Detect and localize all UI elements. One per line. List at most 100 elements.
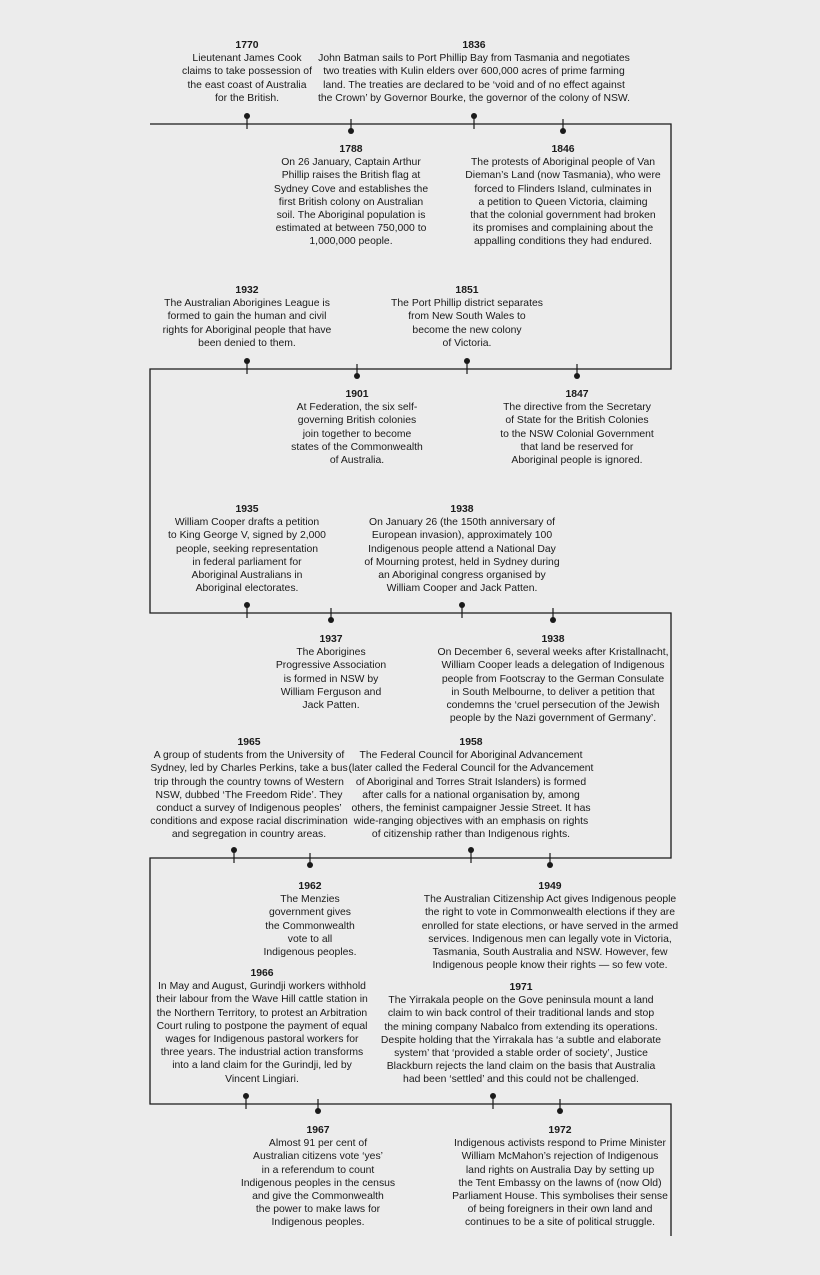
event-year: 1958	[459, 737, 483, 748]
event-text-line: Dieman’s Land (now Tasmania), who were	[465, 170, 661, 182]
event-text-line: the Crown’ by Governor Bourke, the gover…	[317, 92, 631, 104]
event-text-line: people, seeking representation	[175, 543, 319, 555]
marker-1971	[490, 1093, 496, 1109]
event-year: 1847	[565, 389, 589, 400]
event-text-line: condemns the ‘cruel persecution of the J…	[446, 700, 660, 712]
event-text-line: Tasmania, South Australia and NSW. Howev…	[432, 947, 668, 959]
marker-1770	[244, 113, 250, 129]
event-text-line: in federal parliament for	[192, 556, 302, 568]
event-text-line: NSW, dubbed ‘The Freedom Ride’. They	[155, 789, 343, 801]
event-text-line: Jack Patten.	[302, 700, 360, 712]
event-year: 1965	[237, 737, 261, 748]
marker-dot	[354, 373, 360, 379]
marker-1938a	[459, 602, 465, 618]
event-text-line: of citizenship rather than Indigenous ri…	[371, 829, 571, 841]
marker-1967	[315, 1099, 321, 1114]
event-text-line: claim to win back control of their tradi…	[387, 1008, 655, 1020]
marker-dot	[464, 358, 470, 364]
event-text-line: William McMahon’s rejection of Indigenou…	[461, 1151, 659, 1163]
event-text-line: The Australian Aborigines League is	[164, 298, 330, 310]
event-text-line: A group of students from the University …	[153, 750, 345, 762]
event-text-line: rights for Aboriginal people that have	[162, 324, 332, 336]
event-text-line: is formed in NSW by	[283, 673, 379, 685]
event-text-line: Australian citizens vote ‘yes’	[253, 1151, 383, 1163]
marker-dot	[328, 617, 334, 623]
event-year: 1901	[345, 389, 369, 400]
event-text-line: and give the Commonwealth	[252, 1191, 384, 1203]
event-text-line: and segregation in country areas.	[171, 829, 327, 841]
event-year: 1962	[298, 881, 322, 892]
marker-1836	[471, 113, 477, 129]
event-text-line: soil. The Aboriginal population is	[276, 210, 426, 222]
event-text-line: conduct a survey of Indigenous peoples’	[156, 803, 342, 815]
event-text-line: Court ruling to postpone the payment of …	[156, 1020, 368, 1032]
marker-dot	[574, 373, 580, 379]
event-text-line: of Mourning protest, held in Sydney duri…	[364, 556, 560, 568]
event-text-line: that land be reserved for	[520, 441, 634, 453]
event-text-line: The Federal Council for Aboriginal Advan…	[359, 750, 583, 762]
event-text-line: 1,000,000 people.	[309, 236, 393, 248]
marker-dot	[244, 602, 250, 608]
event-text-line: Sydney, led by Charles Perkins, take a b…	[150, 763, 348, 775]
marker-1966	[243, 1093, 249, 1109]
event-text-line: three years. The industrial action trans…	[160, 1047, 364, 1059]
event-text-line: land rights on Australia Day by setting …	[465, 1164, 655, 1176]
event-text-line: had been ‘settled’ and this could not be…	[403, 1074, 639, 1086]
event-text-line: the mining company Nabalco from extendin…	[384, 1021, 658, 1033]
event-year: 1949	[538, 881, 562, 892]
event-text-line: On December 6, several weeks after Krist…	[437, 647, 669, 659]
event-text-line: Despite holding that the Yirrakala has ‘…	[380, 1034, 662, 1046]
event-text-line: Aboriginal Australians in	[191, 570, 303, 582]
event-text-line: The Yirrakala people on the Gove peninsu…	[388, 995, 654, 1007]
event-text-line: system’ that ‘provided a stable order of…	[394, 1048, 648, 1060]
event-text-line: Blackburn rejects the land claim on the …	[386, 1061, 656, 1073]
marker-1958	[468, 847, 474, 863]
event-text-line: their labour from the Wave Hill cattle s…	[156, 994, 368, 1006]
event-year: 1851	[455, 285, 479, 296]
event-text-line: The directive from the Secretary	[503, 402, 651, 414]
event-text-line: vote to all	[287, 933, 333, 945]
event-text-line: Indigenous peoples.	[271, 1217, 365, 1229]
event-text-line: wages for Indigenous pastoral workers fo…	[165, 1034, 359, 1046]
marker-1788	[348, 119, 354, 134]
marker-1938b	[550, 608, 556, 623]
marker-1846	[560, 119, 566, 134]
event-text-line: Indigenous activists respond to Prime Mi…	[454, 1138, 666, 1150]
event-text-line: states of the Commonwealth	[291, 441, 423, 453]
event-text-line: estimated at between 750,000 to	[275, 223, 427, 235]
event-year: 1938	[541, 634, 565, 645]
event-text-line: first British colony on Australian	[278, 196, 424, 208]
event-text-line: that the colonial government had broken	[470, 210, 656, 222]
event-text-line: of State for the British Colonies	[505, 415, 649, 427]
marker-dot	[348, 128, 354, 134]
event-text-line: The Australian Citizenship Act gives Ind…	[423, 894, 677, 906]
event-text-line: become the new colony	[412, 324, 522, 336]
event-text-line: William Cooper drafts a petition	[174, 517, 320, 529]
event-text-line: William Ferguson and	[280, 686, 382, 698]
event-text-line: Phillip raises the British flag at	[281, 170, 421, 182]
event-text-line: Vincent Lingiari.	[225, 1073, 299, 1085]
event-text-line: trip through the country towns of Wester…	[154, 776, 344, 788]
event-text-line: a petition to Queen Victoria, claiming	[478, 196, 648, 208]
event-text-line: Parliament House. This symbolises their …	[452, 1191, 668, 1203]
marker-dot	[490, 1093, 496, 1099]
event-text-line: The protests of Aboriginal people of Van	[470, 157, 656, 169]
event-text-line: forced to Flinders Island, culminates in	[474, 183, 652, 195]
event-year: 1966	[250, 968, 274, 979]
event-text-line: of Aboriginal and Torres Strait Islander…	[355, 776, 587, 788]
marker-dot	[560, 128, 566, 134]
event-text-line: two treaties with Kulin elders over 600,…	[323, 66, 625, 78]
event-text-line: Indigenous people know their rights — so…	[432, 960, 668, 972]
timeline-path	[149, 123, 672, 1236]
marker-1901	[354, 364, 360, 379]
